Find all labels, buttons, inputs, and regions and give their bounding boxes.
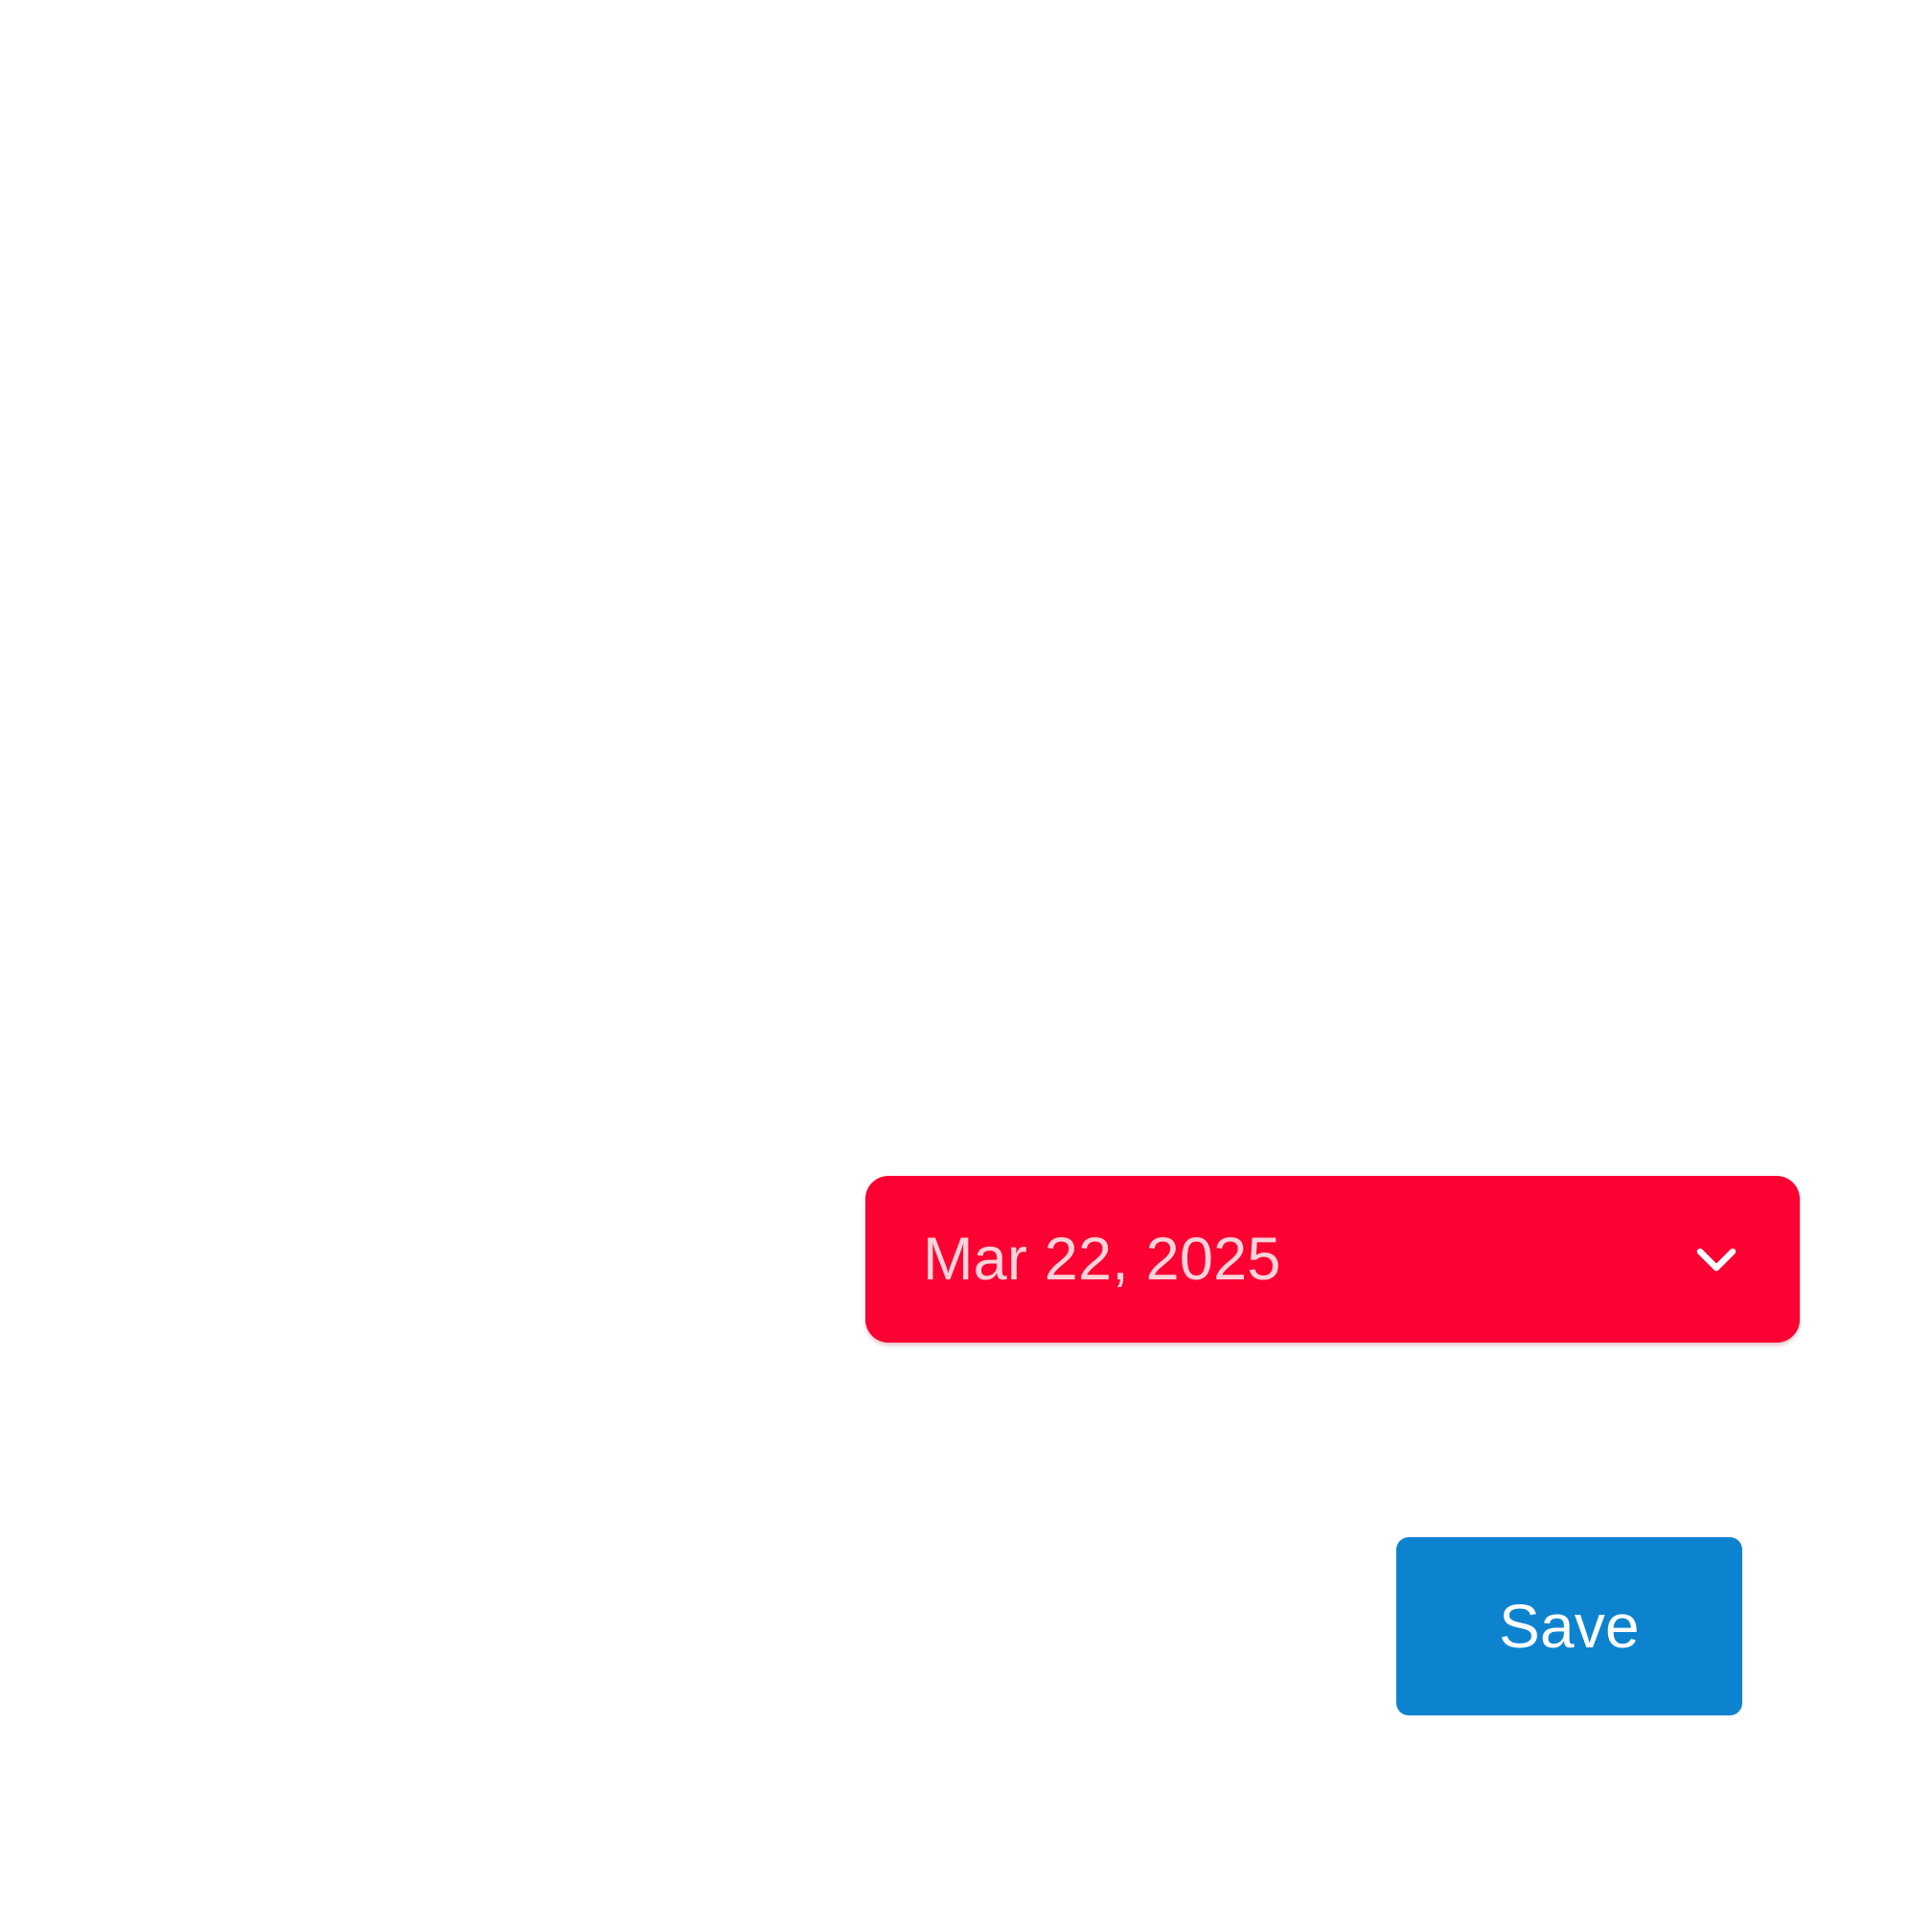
save-button-label: Save: [1499, 1592, 1640, 1661]
date-dropdown-value: Mar 22, 2025: [923, 1225, 1281, 1293]
save-button[interactable]: Save: [1396, 1537, 1742, 1715]
date-dropdown[interactable]: Mar 22, 2025: [865, 1176, 1800, 1343]
chevron-down-icon: [1689, 1231, 1744, 1287]
